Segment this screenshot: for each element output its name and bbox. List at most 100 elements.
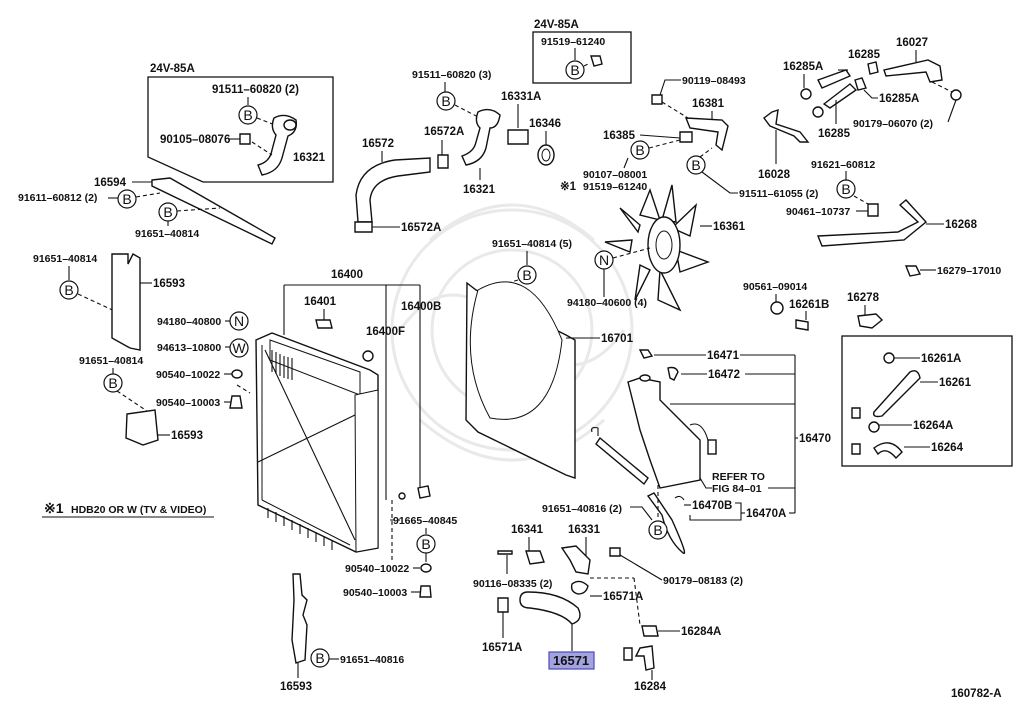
part-label[interactable]: 91665–40845 (393, 515, 457, 527)
part-label[interactable]: 91651–40814 (79, 355, 143, 367)
part-label[interactable]: 16572A (424, 126, 464, 138)
part-label[interactable]: 16331A (501, 91, 541, 103)
side-baffle-16593-lower: B 91651–40816 16593 (280, 573, 404, 693)
part-label[interactable]: 90461–10737 (786, 206, 850, 218)
part-label[interactable]: 16400F (366, 326, 405, 338)
svg-text:W: W (232, 340, 246, 356)
part-label[interactable]: 16268 (945, 219, 978, 231)
symbol-b-circle: B (836, 179, 856, 199)
part-label[interactable]: 91519–61240 (583, 181, 647, 193)
part-label[interactable]: 16471 (707, 350, 740, 362)
part-label[interactable]: 91651–40814 (33, 253, 97, 265)
part-label[interactable]: 16341 (511, 524, 544, 536)
part-label[interactable]: 90119–08493 (682, 75, 746, 87)
part-label[interactable]: 16593 (280, 681, 312, 693)
part-label[interactable]: 91519–61240 (541, 36, 605, 48)
part-label[interactable]: 16284A (681, 626, 721, 638)
part-label[interactable]: 16278 (847, 292, 880, 304)
part-label[interactable]: 16261 (939, 377, 972, 389)
part-label[interactable]: 16385 (603, 130, 636, 142)
upper-baffle-16594: 16594 91611–60812 (2) B B 91651–40814 (18, 177, 276, 245)
part-label[interactable]: 16261A (921, 353, 961, 365)
part-label[interactable]: 16321 (293, 152, 326, 164)
part-label[interactable]: 90561–09014 (743, 281, 807, 293)
figure-code: 160782-A (951, 688, 1002, 700)
inset-box-24v-center: 24V-85A 91519–61240 B (532, 19, 632, 84)
symbol-b-circle: B (648, 520, 668, 540)
symbol-b-circle: B (416, 534, 436, 554)
part-label[interactable]: 16285 (818, 128, 851, 140)
part-label[interactable]: 16593 (171, 430, 203, 442)
part-label[interactable]: 16572A (401, 222, 441, 234)
part-label[interactable]: 16264 (931, 442, 964, 454)
part-label[interactable]: 90105–08076 (160, 134, 230, 146)
part-label[interactable]: 91611–60812 (2) (18, 192, 97, 204)
part-label[interactable]: 90116–08335 (2) (473, 578, 552, 590)
inset-title: 24V-85A (150, 63, 195, 75)
highlighted-part-label[interactable]: 16571 (553, 653, 589, 668)
svg-text:B: B (315, 650, 324, 666)
part-label[interactable]: 90540–10022 (345, 563, 409, 575)
part-label[interactable]: 16279–17010 (937, 265, 1001, 277)
part-label[interactable]: 91511–61055 (2) (739, 188, 818, 200)
part-label[interactable]: 16285A (879, 93, 919, 105)
part-label[interactable]: 94180–40600 (4) (567, 297, 647, 309)
part-label[interactable]: 16027 (896, 37, 928, 49)
symbol-b-circle: B (59, 280, 79, 300)
part-label[interactable]: 91651–40814 (5) (492, 238, 572, 250)
part-label[interactable]: 91511–60820 (3) (412, 69, 491, 81)
part-label[interactable]: 16028 (758, 169, 791, 181)
part-label[interactable]: 16594 (94, 177, 127, 189)
symbol-b-circle: B (436, 91, 456, 111)
part-label[interactable]: 16572 (362, 138, 394, 150)
part-label[interactable]: 16285 (848, 49, 881, 61)
part-label[interactable]: 94613–10800 (157, 342, 221, 354)
part-label[interactable]: 16472 (708, 369, 740, 381)
bypass-fitting-group: 16279–17010 90561–09014 16261B 16278 (743, 265, 1001, 331)
part-label[interactable]: 16571A (482, 642, 522, 654)
part-label[interactable]: 16321 (463, 184, 496, 196)
highlighted-part-box[interactable] (548, 651, 595, 670)
part-label[interactable]: 90540–10022 (156, 369, 220, 381)
svg-text:B: B (163, 204, 172, 220)
part-label[interactable]: 16400 (331, 269, 363, 281)
part-label[interactable]: 16261B (789, 299, 829, 311)
part-label[interactable]: 16400B (401, 301, 441, 313)
part-label[interactable]: 16470A (746, 508, 786, 520)
inset-box-24v-left: 24V-85A 91511–60820 (2) B 90105–08076 16… (147, 63, 334, 183)
part-label[interactable]: 91651–40816 (340, 654, 404, 666)
part-label[interactable]: 90179–06070 (2) (853, 118, 933, 130)
part-label[interactable]: 90107–08001 (583, 169, 647, 181)
svg-text:B: B (522, 267, 531, 283)
reference-note[interactable]: FIG 84–01 (712, 483, 762, 495)
inset-title: 24V-85A (534, 19, 579, 31)
cooling-fan-16361: 16361 N 94180–40600 (4) (567, 184, 746, 312)
part-label[interactable]: 91621–60812 (811, 159, 875, 171)
part-label[interactable]: 90540–10003 (343, 587, 407, 599)
part-label[interactable]: 16701 (601, 333, 634, 345)
part-label[interactable]: 91651–40814 (135, 228, 199, 240)
part-label[interactable]: 90179–08183 (2) (663, 575, 743, 587)
part-label[interactable]: 16470 (799, 433, 831, 445)
reservoir-16470: 16471 16472 16470 REFER TO FIG 84–01 164… (542, 349, 831, 554)
footnote-mark-ref: ※1 (560, 180, 577, 193)
part-label[interactable]: 16401 (304, 296, 337, 308)
side-baffle-16593-upper: 91651–40814 B 16593 91651–40814 B 16593 (33, 253, 203, 446)
part-label[interactable]: 90540–10003 (156, 397, 220, 409)
part-label[interactable]: 16381 (692, 98, 725, 110)
symbol-b-circle: B (565, 60, 585, 80)
part-label[interactable]: 16331 (568, 524, 601, 536)
svg-text:B: B (64, 282, 73, 298)
part-label[interactable]: 16284 (634, 681, 667, 693)
fastener-callouts-left: 94180–40800 N 94613–10800 W 90540–10022 … (156, 311, 251, 409)
part-label[interactable]: 94180–40800 (157, 316, 221, 328)
part-label[interactable]: 16264A (913, 420, 953, 432)
part-label[interactable]: 16571A (603, 591, 643, 603)
part-label[interactable]: 16361 (713, 221, 746, 233)
part-label[interactable]: 16470B (692, 500, 732, 512)
part-label[interactable]: 16285A (783, 61, 823, 73)
part-label[interactable]: 16346 (529, 118, 561, 130)
part-label[interactable]: 91511–60820 (2) (212, 84, 299, 96)
part-label[interactable]: 91651–40816 (2) (542, 503, 622, 515)
part-label[interactable]: 16593 (153, 278, 185, 290)
